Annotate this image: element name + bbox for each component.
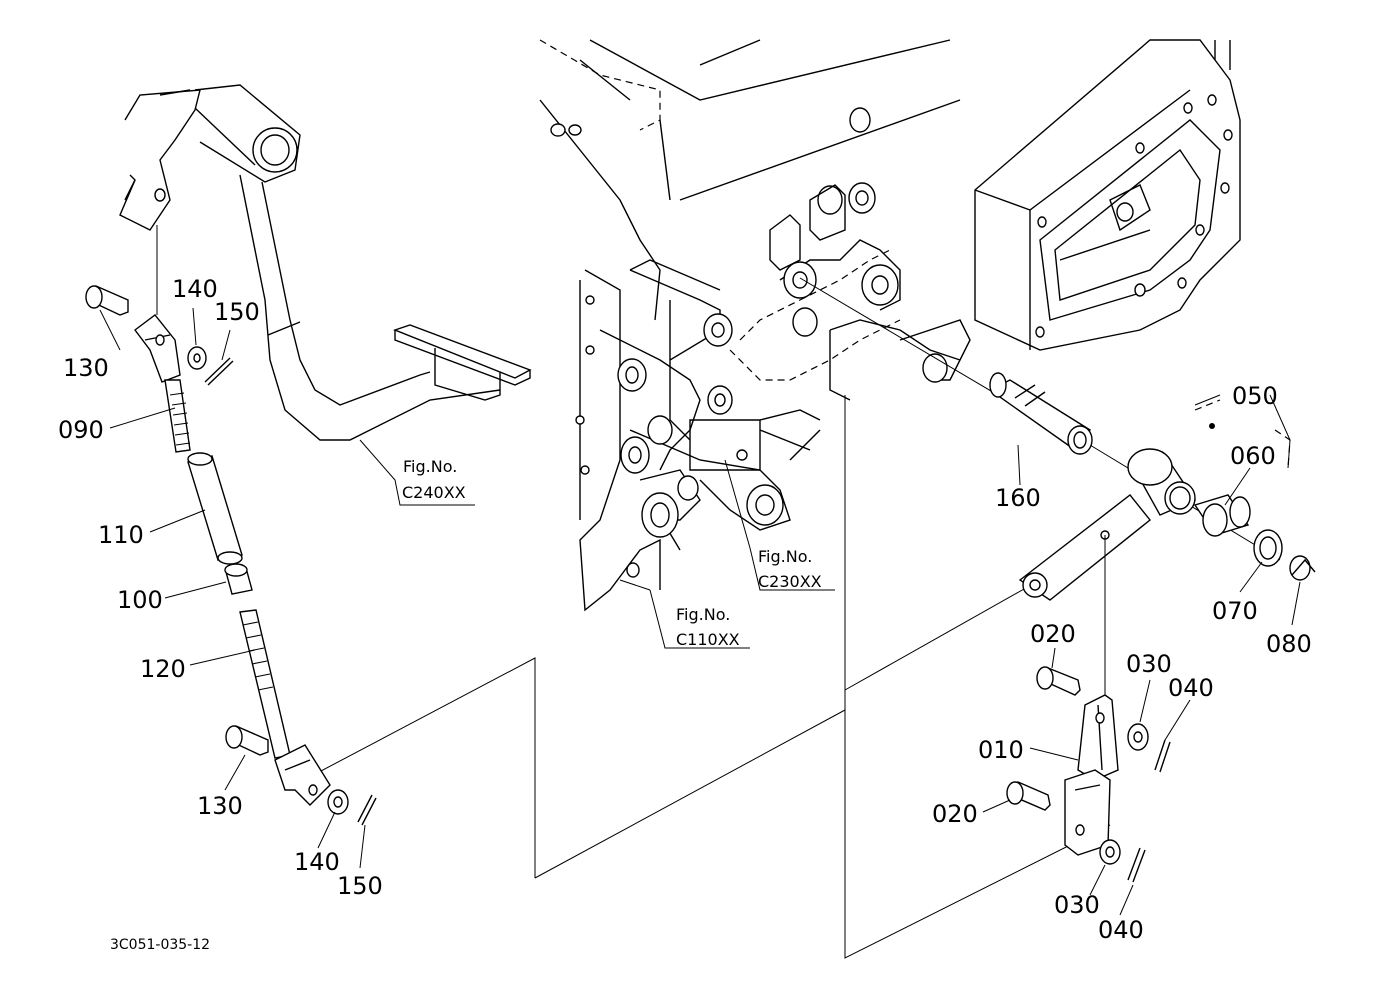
callout-080: 080 bbox=[1266, 630, 1312, 658]
callout-140-upper: 140 bbox=[172, 275, 218, 303]
callout-130-upper: 130 bbox=[63, 354, 109, 382]
frame-lines bbox=[284, 395, 1111, 959]
callout-090: 090 bbox=[58, 416, 104, 444]
figure-caption: Fig.No. bbox=[403, 457, 457, 476]
callout-060: 060 bbox=[1230, 442, 1276, 470]
callout-100: 100 bbox=[117, 586, 163, 614]
transmission-housing bbox=[539, 39, 961, 612]
callout-010: 010 bbox=[978, 736, 1024, 764]
callout-030-upper: 030 bbox=[1126, 650, 1172, 678]
callout-140-lower: 140 bbox=[294, 848, 340, 876]
callout-120: 120 bbox=[140, 655, 186, 683]
right-linkages bbox=[1006, 666, 1171, 883]
figure-code: C240XX bbox=[402, 483, 466, 502]
callout-050: 050 bbox=[1232, 382, 1278, 410]
figure-caption: Fig.No. bbox=[758, 547, 812, 566]
callout-040-lower: 040 bbox=[1098, 916, 1144, 944]
figure-code: C230XX bbox=[758, 572, 822, 591]
figure-reference-c230xx: Fig.No. C230XX bbox=[758, 547, 822, 591]
figure-code: C110XX bbox=[676, 630, 740, 649]
callout-150-lower: 150 bbox=[337, 872, 383, 900]
left-rod-assembly bbox=[85, 225, 377, 826]
figure-reference-c240xx: Fig.No. C240XX bbox=[402, 457, 466, 502]
callout-020-lower: 020 bbox=[932, 800, 978, 828]
rod-thread-upper bbox=[169, 392, 191, 446]
callout-030-lower: 030 bbox=[1054, 891, 1100, 919]
callout-110: 110 bbox=[98, 521, 144, 549]
right-arm-assembly bbox=[799, 277, 1316, 700]
callout-130-lower: 130 bbox=[197, 792, 243, 820]
callouts: 130 140 150 090 110 100 120 130 140 150 … bbox=[58, 275, 1312, 944]
callout-040-upper: 040 bbox=[1168, 674, 1214, 702]
callout-150-upper: 150 bbox=[214, 298, 260, 326]
group-bracket-050 bbox=[1194, 399, 1291, 469]
pedal-bracket bbox=[689, 184, 971, 471]
diagram-code: 3C051-035-12 bbox=[110, 937, 210, 953]
figure-caption: Fig.No. bbox=[676, 605, 730, 624]
leader-lines bbox=[99, 307, 1301, 916]
callout-160: 160 bbox=[995, 484, 1041, 512]
clutch-pedal bbox=[119, 84, 532, 506]
callout-020-upper: 020 bbox=[1030, 620, 1076, 648]
figure-reference-c110xx: Fig.No. C110XX bbox=[676, 605, 740, 649]
rear-housing bbox=[974, 39, 1241, 351]
callout-070: 070 bbox=[1212, 597, 1258, 625]
